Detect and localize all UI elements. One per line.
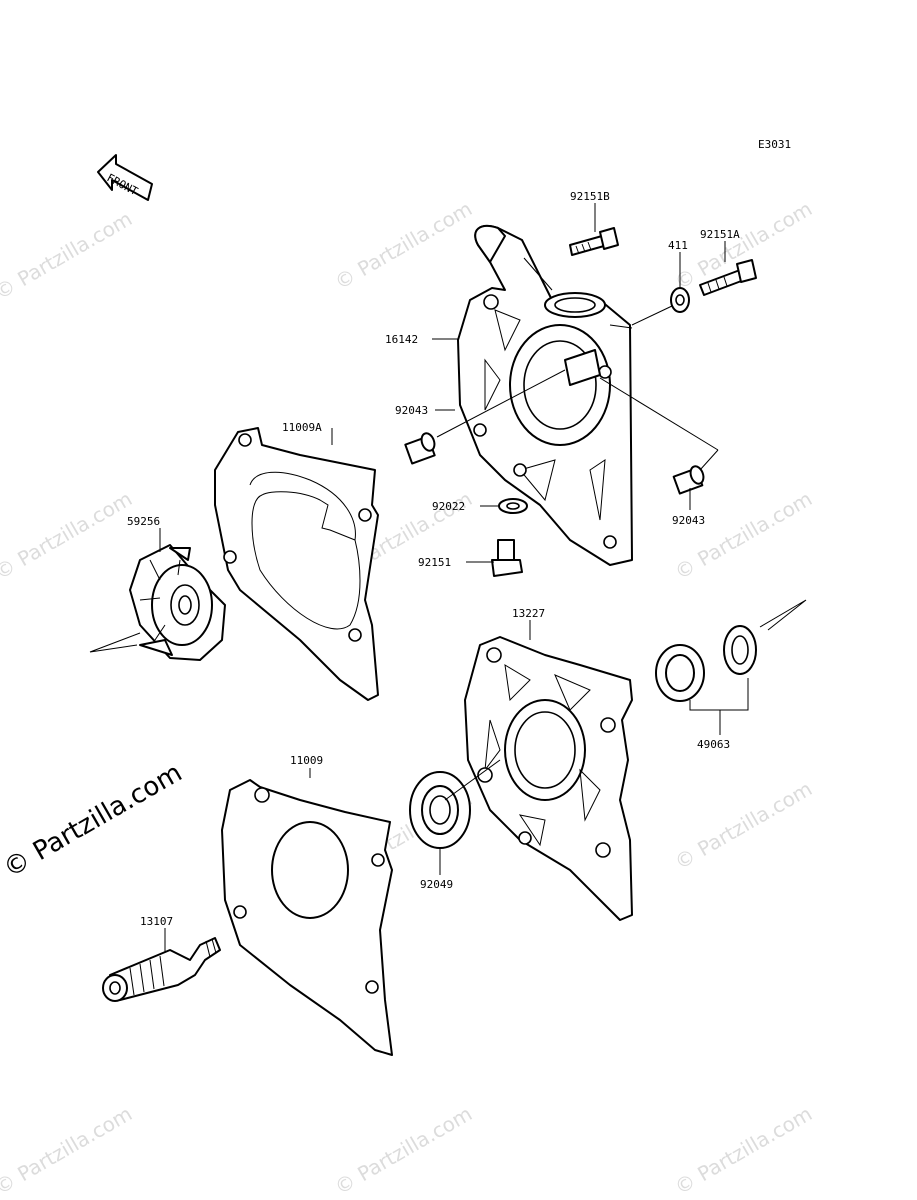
label-92151A: 92151A (700, 228, 740, 241)
bolt-92151A (699, 259, 757, 296)
watermark: © Partzilla.com (0, 206, 136, 304)
label-16142: 16142 (385, 333, 418, 346)
label-92043-left: 92043 (395, 404, 428, 417)
label-92043-right: 92043 (672, 514, 705, 527)
front-arrow-icon: FRONT (97, 154, 153, 201)
label-11009A: 11009A (282, 421, 322, 434)
shaft-13107 (102, 937, 221, 1002)
gasket-11009A (214, 427, 379, 701)
label-13107: 13107 (140, 915, 173, 928)
watermark: © Partzilla.com (0, 1101, 136, 1199)
label-11009: 11009 (290, 754, 323, 767)
part-labels: 92151B 92151A 411 16142 92043 11009A 920… (127, 190, 740, 928)
label-92151: 92151 (418, 556, 451, 569)
housing-13227 (464, 636, 633, 921)
label-59256: 59256 (127, 515, 160, 528)
watermark: © Partzilla.com (671, 1101, 817, 1199)
label-92049: 92049 (420, 878, 453, 891)
label-49063: 49063 (697, 738, 730, 751)
bolt-92151B (569, 227, 619, 256)
pin-92043-left (404, 432, 436, 465)
label-92022: 92022 (432, 500, 465, 513)
watermark-layer: © Partzilla.com © Partzilla.com © Partzi… (0, 196, 816, 1199)
watermark: © Partzilla.com (0, 486, 136, 584)
seal-49063-a (655, 644, 705, 702)
watermark-main: © Partzilla.com (0, 758, 187, 884)
watermark: © Partzilla.com (671, 486, 817, 584)
washer-411 (670, 287, 690, 313)
seal-49063-b (723, 625, 757, 675)
cover-16142 (457, 225, 633, 566)
bolt-92151 (491, 539, 523, 577)
leader-lines (164, 203, 726, 952)
arrow-marker (89, 632, 141, 653)
watermark: © Partzilla.com (331, 196, 477, 294)
watermark: © Partzilla.com (671, 776, 817, 874)
pin-92043-right (672, 465, 705, 495)
gasket-11009 (221, 779, 393, 1056)
arrow-marker (759, 599, 807, 631)
label-13227: 13227 (512, 607, 545, 620)
diagram-code: E3031 (758, 138, 791, 151)
oil-seal-92049 (409, 771, 471, 849)
washer-92022 (498, 498, 528, 514)
label-92151B: 92151B (570, 190, 610, 203)
label-411: 411 (668, 239, 688, 252)
bracket-49063 (689, 678, 749, 711)
impeller-59256 (129, 544, 226, 661)
watermark: © Partzilla.com (331, 1101, 477, 1199)
